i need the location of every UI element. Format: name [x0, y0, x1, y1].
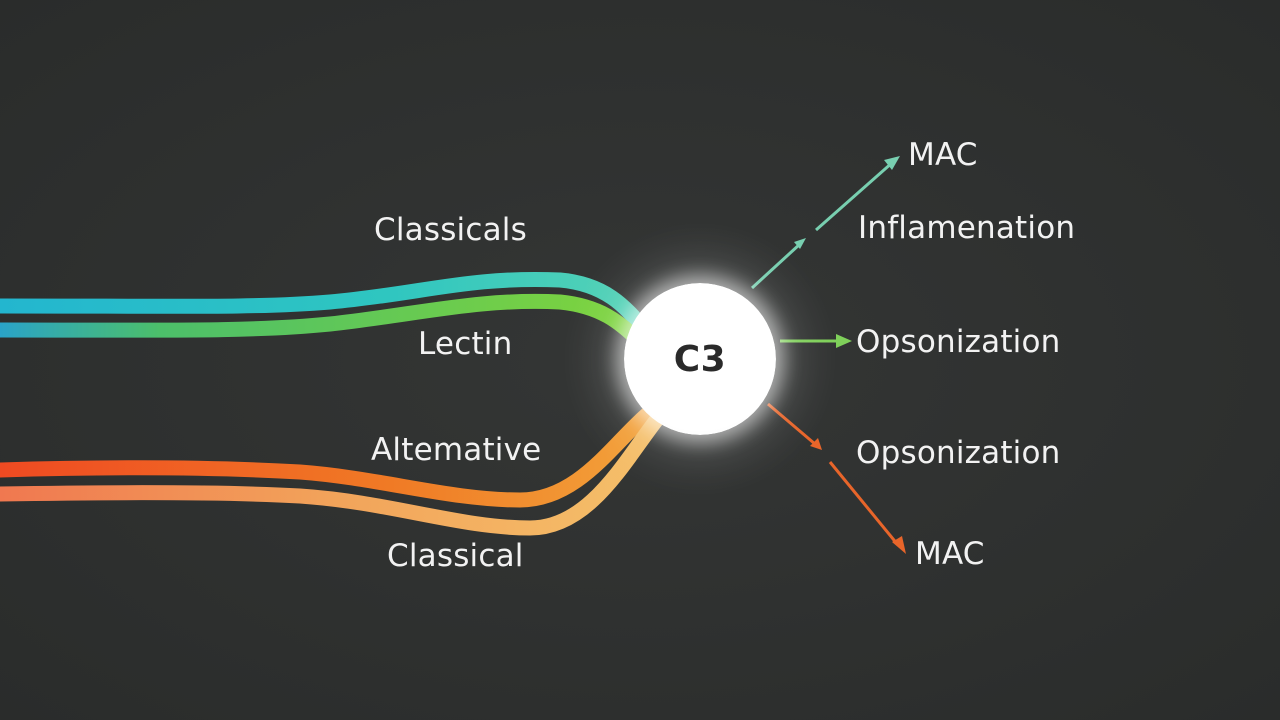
classical-label: Classical: [387, 538, 524, 574]
c3-label: C3: [673, 338, 727, 380]
opsonization-label-2: Opsonization: [856, 435, 1061, 471]
arrow-to-opsonization: [780, 334, 852, 348]
opsonization-label-1: Opsonization: [856, 324, 1061, 360]
arrow-to-mac-bottom: [767, 402, 906, 554]
classical-lower-stream: [0, 410, 666, 536]
mac-bottom-label: MAC: [915, 536, 985, 572]
arrow-to-mac-top: [750, 156, 900, 290]
lectin-label: Lectin: [418, 326, 513, 362]
lectin-stream: [0, 293, 648, 350]
classical-stream: [0, 271, 653, 338]
c3-node: C3: [624, 283, 776, 435]
classicals-label: Classicals: [374, 212, 527, 248]
mac-top-label: MAC: [908, 137, 978, 173]
inflammation-label: Inflamenation: [858, 210, 1076, 246]
alternative-label: Altemative: [371, 432, 542, 468]
alternative-stream: [0, 404, 658, 508]
